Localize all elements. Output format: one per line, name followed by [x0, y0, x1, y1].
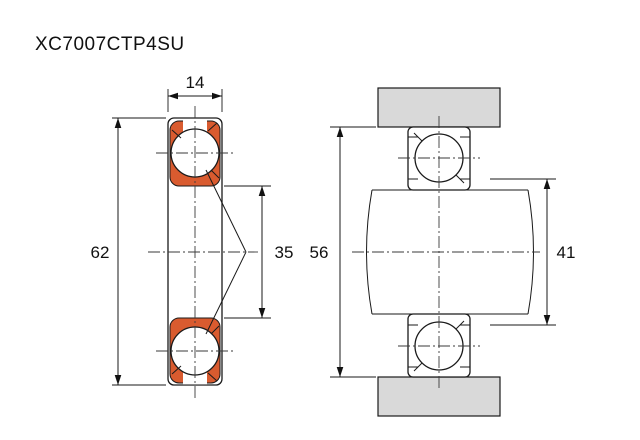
centerlines-left: [148, 106, 258, 398]
contact-angle-lines: [205, 169, 247, 335]
cross-section-view: 14 62 35: [91, 73, 294, 398]
dim-label-bore: 35: [275, 243, 294, 262]
dim-housing-shoulder: 56: [310, 126, 376, 378]
arrow-left-icon: [168, 92, 178, 100]
dim-label-outer-diameter: 62: [91, 243, 110, 262]
raceway-lines-top-right: [408, 132, 470, 184]
part-number: XC7007CTP4SU: [35, 34, 185, 55]
arrow-up-icon: [258, 186, 266, 196]
raceway-lines-bottom-right: [408, 320, 470, 372]
raceway-lines-bottom: [171, 325, 220, 382]
dim-bore: 35: [224, 185, 294, 319]
mounted-view: 56 41: [310, 87, 576, 417]
dim-label-width: 14: [186, 73, 205, 92]
dim-outer-diameter: 62: [91, 117, 166, 386]
dim-label-shaft-shoulder: 41: [557, 243, 576, 262]
shaft-left-end: [366, 189, 373, 315]
dim-shaft-shoulder: 41: [490, 178, 576, 326]
centerlines-right: [352, 116, 540, 388]
arrow-down-icon: [336, 367, 344, 377]
raceway-lines-top: [171, 122, 220, 179]
arrow-down-icon: [543, 315, 551, 325]
arrow-up-icon: [336, 127, 344, 137]
dim-width: 14: [167, 73, 223, 112]
arrow-up-icon: [543, 179, 551, 189]
arrow-up-icon: [114, 118, 122, 128]
arrow-down-icon: [258, 308, 266, 318]
dim-label-housing-shoulder: 56: [310, 243, 329, 262]
arrow-down-icon: [114, 375, 122, 385]
arrow-right-icon: [212, 92, 222, 100]
